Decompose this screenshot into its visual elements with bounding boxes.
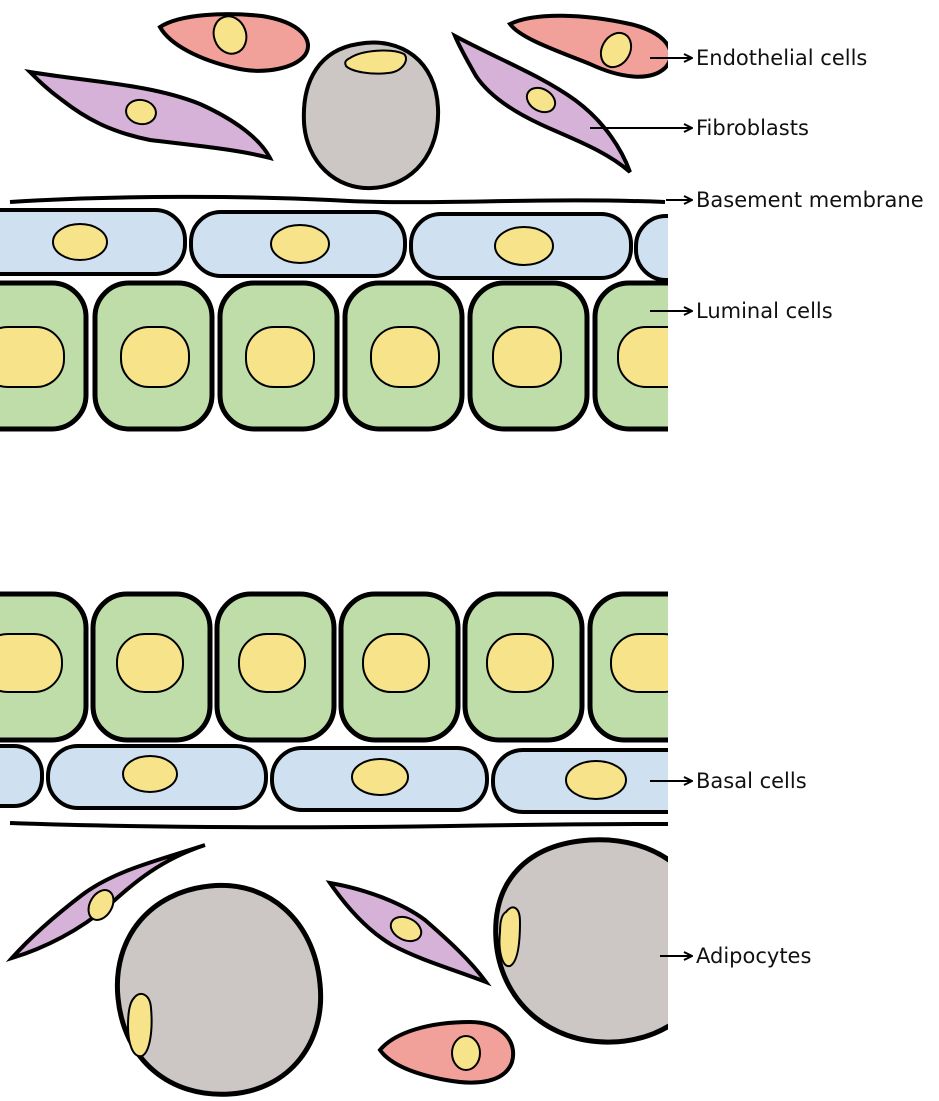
label-endothelial-cells: Endothelial cells bbox=[696, 46, 867, 70]
nucleus bbox=[452, 1036, 480, 1070]
nucleus bbox=[123, 756, 177, 792]
nucleus bbox=[0, 327, 64, 387]
endothelial-cell bbox=[160, 12, 308, 71]
basal-cell bbox=[0, 210, 185, 274]
basement-membrane-upper bbox=[10, 197, 665, 202]
nucleus bbox=[246, 327, 314, 387]
nucleus bbox=[499, 907, 520, 966]
basal-cell bbox=[191, 212, 405, 276]
luminal-cell bbox=[0, 594, 86, 740]
adipocyte bbox=[304, 43, 438, 189]
luminal-cell bbox=[93, 594, 210, 740]
luminal-cell bbox=[595, 283, 712, 429]
nucleus bbox=[495, 227, 553, 265]
basal-cell bbox=[411, 214, 631, 278]
nucleus bbox=[121, 327, 189, 387]
luminal-cell bbox=[220, 283, 337, 429]
endothelial-cell bbox=[380, 1022, 513, 1083]
nucleus bbox=[239, 634, 305, 692]
nucleus bbox=[271, 225, 329, 263]
luminal-cell bbox=[470, 283, 587, 429]
label-fibroblasts: Fibroblasts bbox=[696, 116, 809, 140]
luminal-cell bbox=[217, 594, 334, 740]
basal-cell bbox=[636, 216, 736, 280]
basal-cell bbox=[272, 748, 487, 810]
basement-membrane-lower bbox=[10, 823, 668, 827]
nucleus bbox=[53, 224, 107, 260]
luminal-cell bbox=[95, 283, 212, 429]
basal-cell bbox=[0, 746, 42, 806]
luminal-cell bbox=[590, 594, 707, 740]
fibroblast bbox=[330, 883, 486, 982]
label-luminal-cells: Luminal cells bbox=[696, 299, 833, 323]
nucleus bbox=[363, 634, 429, 692]
luminal-cell bbox=[345, 283, 462, 429]
nucleus bbox=[566, 761, 626, 799]
nucleus bbox=[618, 327, 698, 387]
nucleus bbox=[371, 327, 439, 387]
fibroblast bbox=[30, 72, 270, 158]
label-adipocytes: Adipocytes bbox=[696, 944, 811, 968]
nucleus bbox=[117, 634, 183, 692]
luminal-cell bbox=[465, 594, 582, 740]
nucleus bbox=[352, 759, 408, 795]
nucleus bbox=[611, 634, 691, 692]
nucleus bbox=[0, 634, 62, 692]
basal-cell bbox=[48, 746, 266, 808]
adipocyte bbox=[117, 885, 320, 1094]
nucleus bbox=[487, 634, 553, 692]
label-basal-cells: Basal cells bbox=[696, 769, 807, 793]
luminal-cell bbox=[341, 594, 458, 740]
label-basement-membrane: Basement membrane bbox=[696, 188, 924, 212]
nucleus bbox=[493, 327, 561, 387]
adipocyte bbox=[496, 840, 713, 1042]
endothelial-cell bbox=[510, 16, 671, 77]
luminal-cell bbox=[0, 283, 86, 429]
nucleus bbox=[128, 994, 152, 1056]
